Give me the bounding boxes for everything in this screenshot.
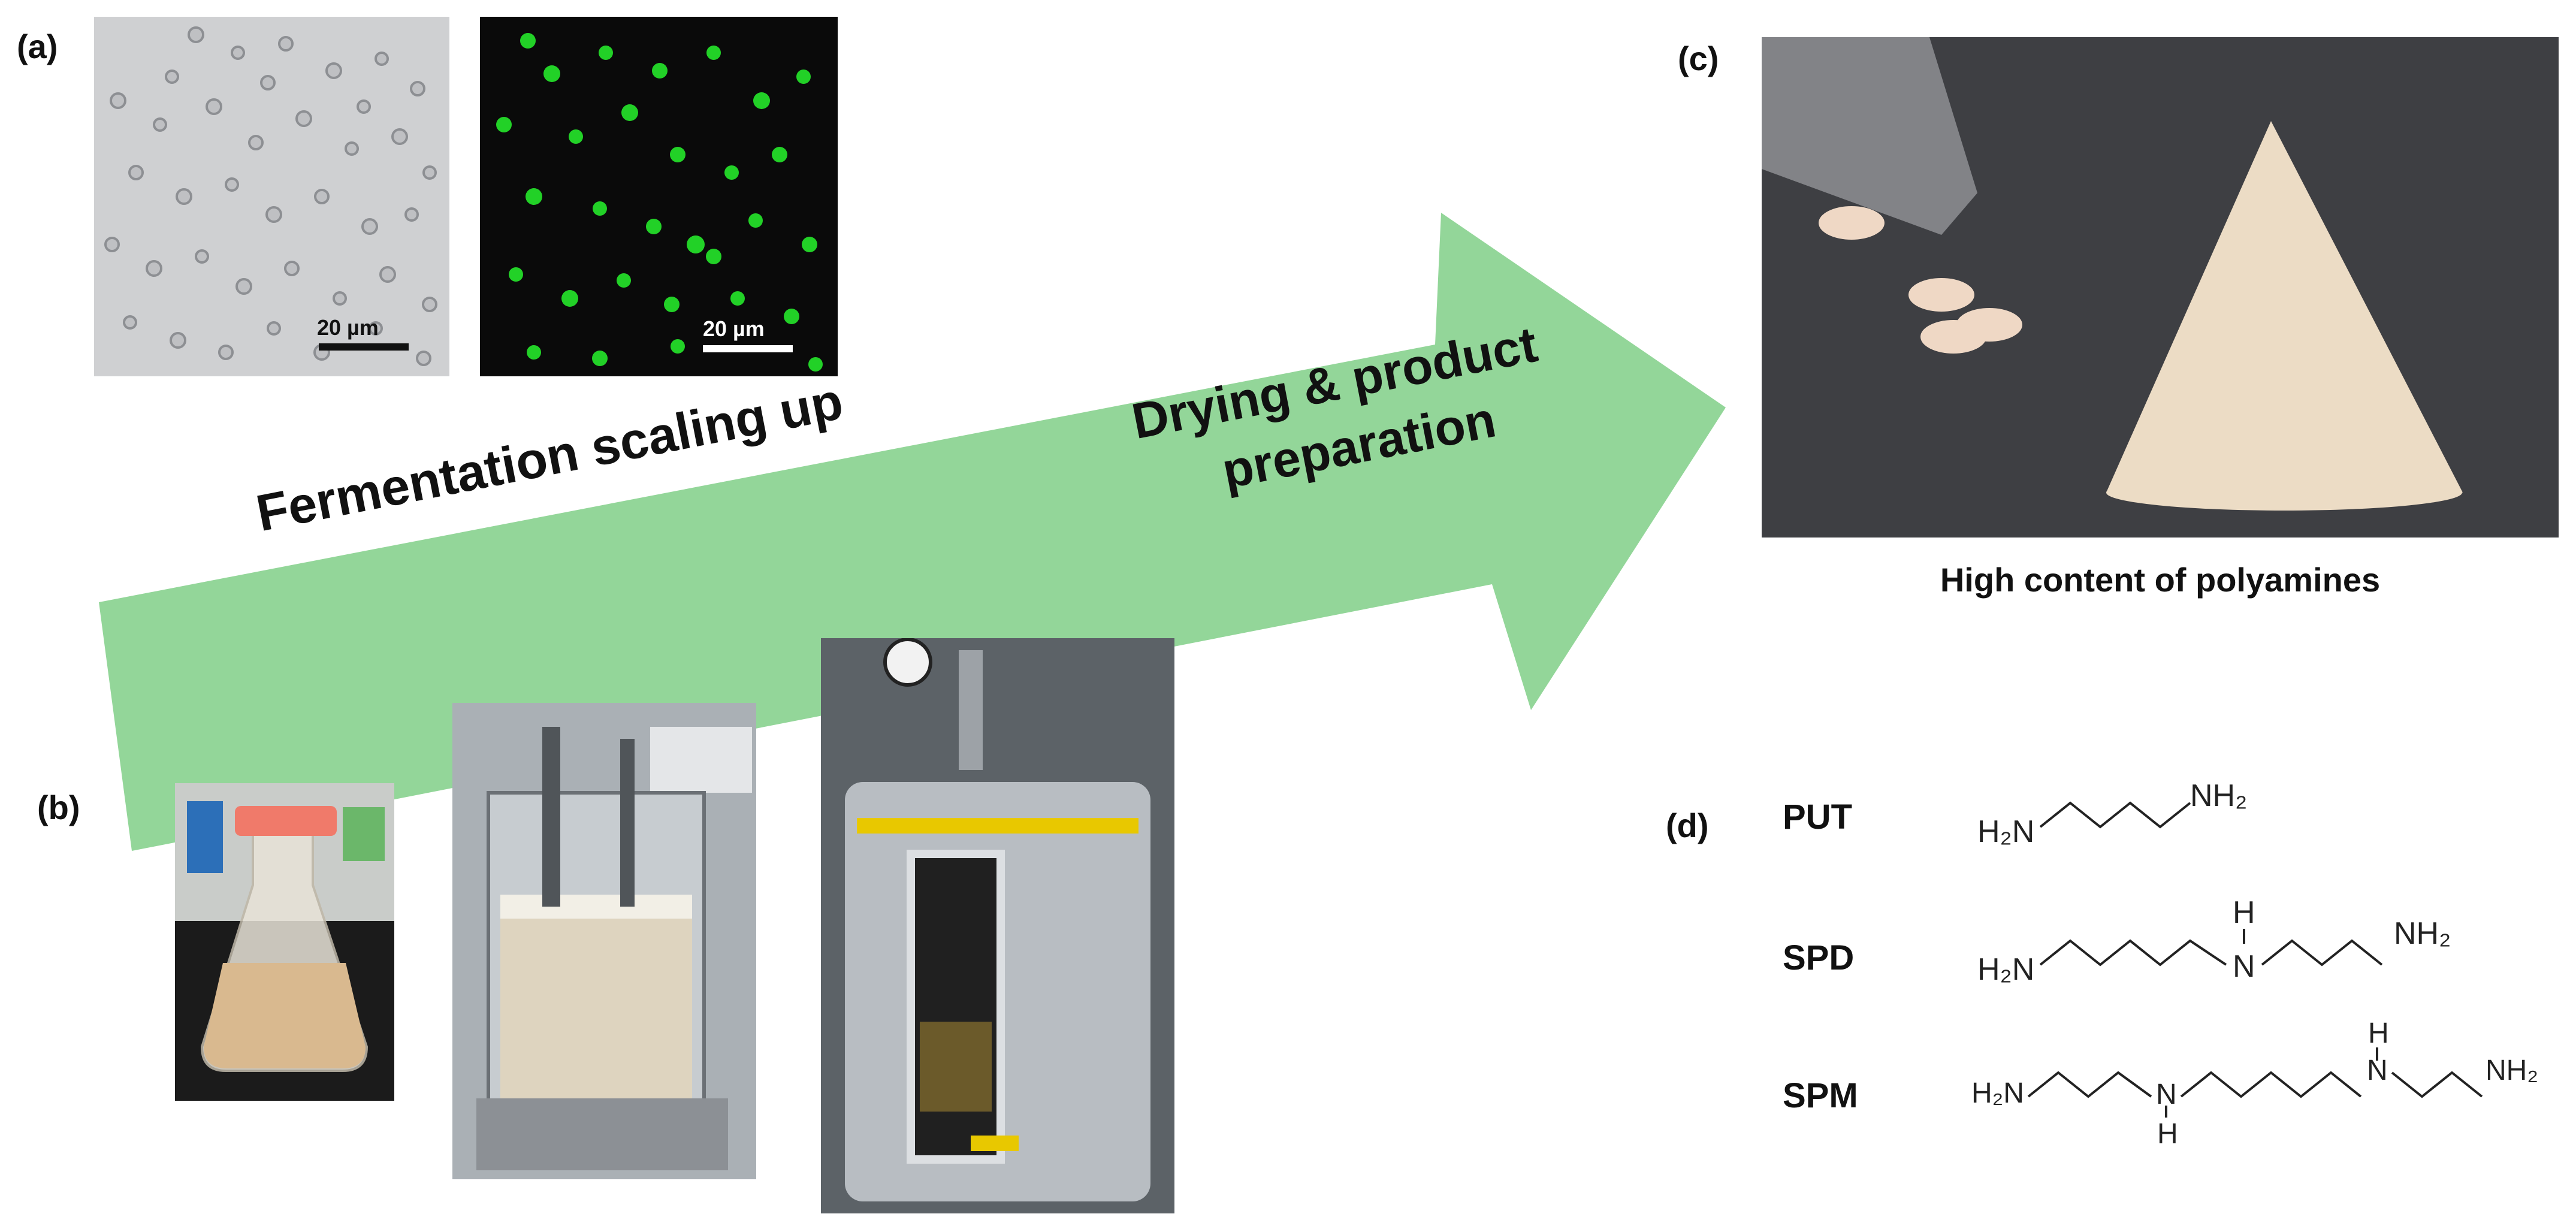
arrow-shape: [99, 213, 1726, 851]
panel-label-b: (b): [37, 789, 80, 826]
brightfield-micrograph: 20 µm: [94, 17, 449, 376]
product-caption: High content of polyamines: [1940, 561, 2381, 599]
yeast-cells-brightfield: [104, 26, 437, 366]
spm-h2n: H₂N: [1971, 1077, 2024, 1109]
panel-label-c: (c): [1678, 40, 1719, 77]
panel-label-d: (d): [1666, 807, 1709, 844]
scale-label-brightfield: 20 µm: [317, 315, 379, 340]
spd-nh: N: [2233, 949, 2255, 984]
spd-h: H: [2233, 895, 2255, 930]
pilot-fermenter-photo: [821, 638, 1174, 1213]
product-photo: [1762, 37, 2559, 538]
putrescine-structure: H₂N NH₂: [1977, 778, 2247, 849]
spm-nh-left: N: [2156, 1079, 2177, 1110]
flask-photo: [175, 783, 394, 1101]
spd-nh2: NH₂: [2394, 916, 2451, 951]
yeast-cells-fluorescence: [496, 33, 823, 372]
spermidine-structure: H₂N N H NH₂: [1977, 895, 2451, 987]
bench-bioreactor-photo: [452, 703, 756, 1179]
fluorescence-micrograph: 20 µm: [480, 17, 838, 376]
spermine-structure: H₂N N H N H NH₂: [1971, 1017, 2538, 1150]
bench-bioreactor-illustration: [452, 703, 756, 1179]
spd-h2n: H₂N: [1977, 952, 2034, 987]
panel-label-a: (a): [17, 28, 58, 65]
product-illustration: [1762, 37, 2559, 538]
flask-illustration: [175, 783, 394, 1101]
spm-h-right: H: [2368, 1017, 2389, 1049]
spm-h-left: H: [2157, 1118, 2178, 1150]
pilot-fermenter-illustration: [821, 638, 1174, 1213]
put-h2n: H₂N: [1977, 814, 2034, 849]
compound-label-spm: SPM: [1783, 1076, 1858, 1115]
spm-nh-right: N: [2367, 1055, 2388, 1086]
scale-label-fluorescence: 20 µm: [703, 316, 765, 341]
scale-bar-brightfield: [319, 343, 409, 351]
compound-label-put: PUT: [1783, 798, 1852, 837]
spm-nh2: NH₂: [2486, 1055, 2538, 1086]
put-nh2: NH₂: [2190, 778, 2247, 813]
scale-bar-fluorescence: [703, 345, 793, 352]
compound-label-spd: SPD: [1783, 938, 1855, 977]
